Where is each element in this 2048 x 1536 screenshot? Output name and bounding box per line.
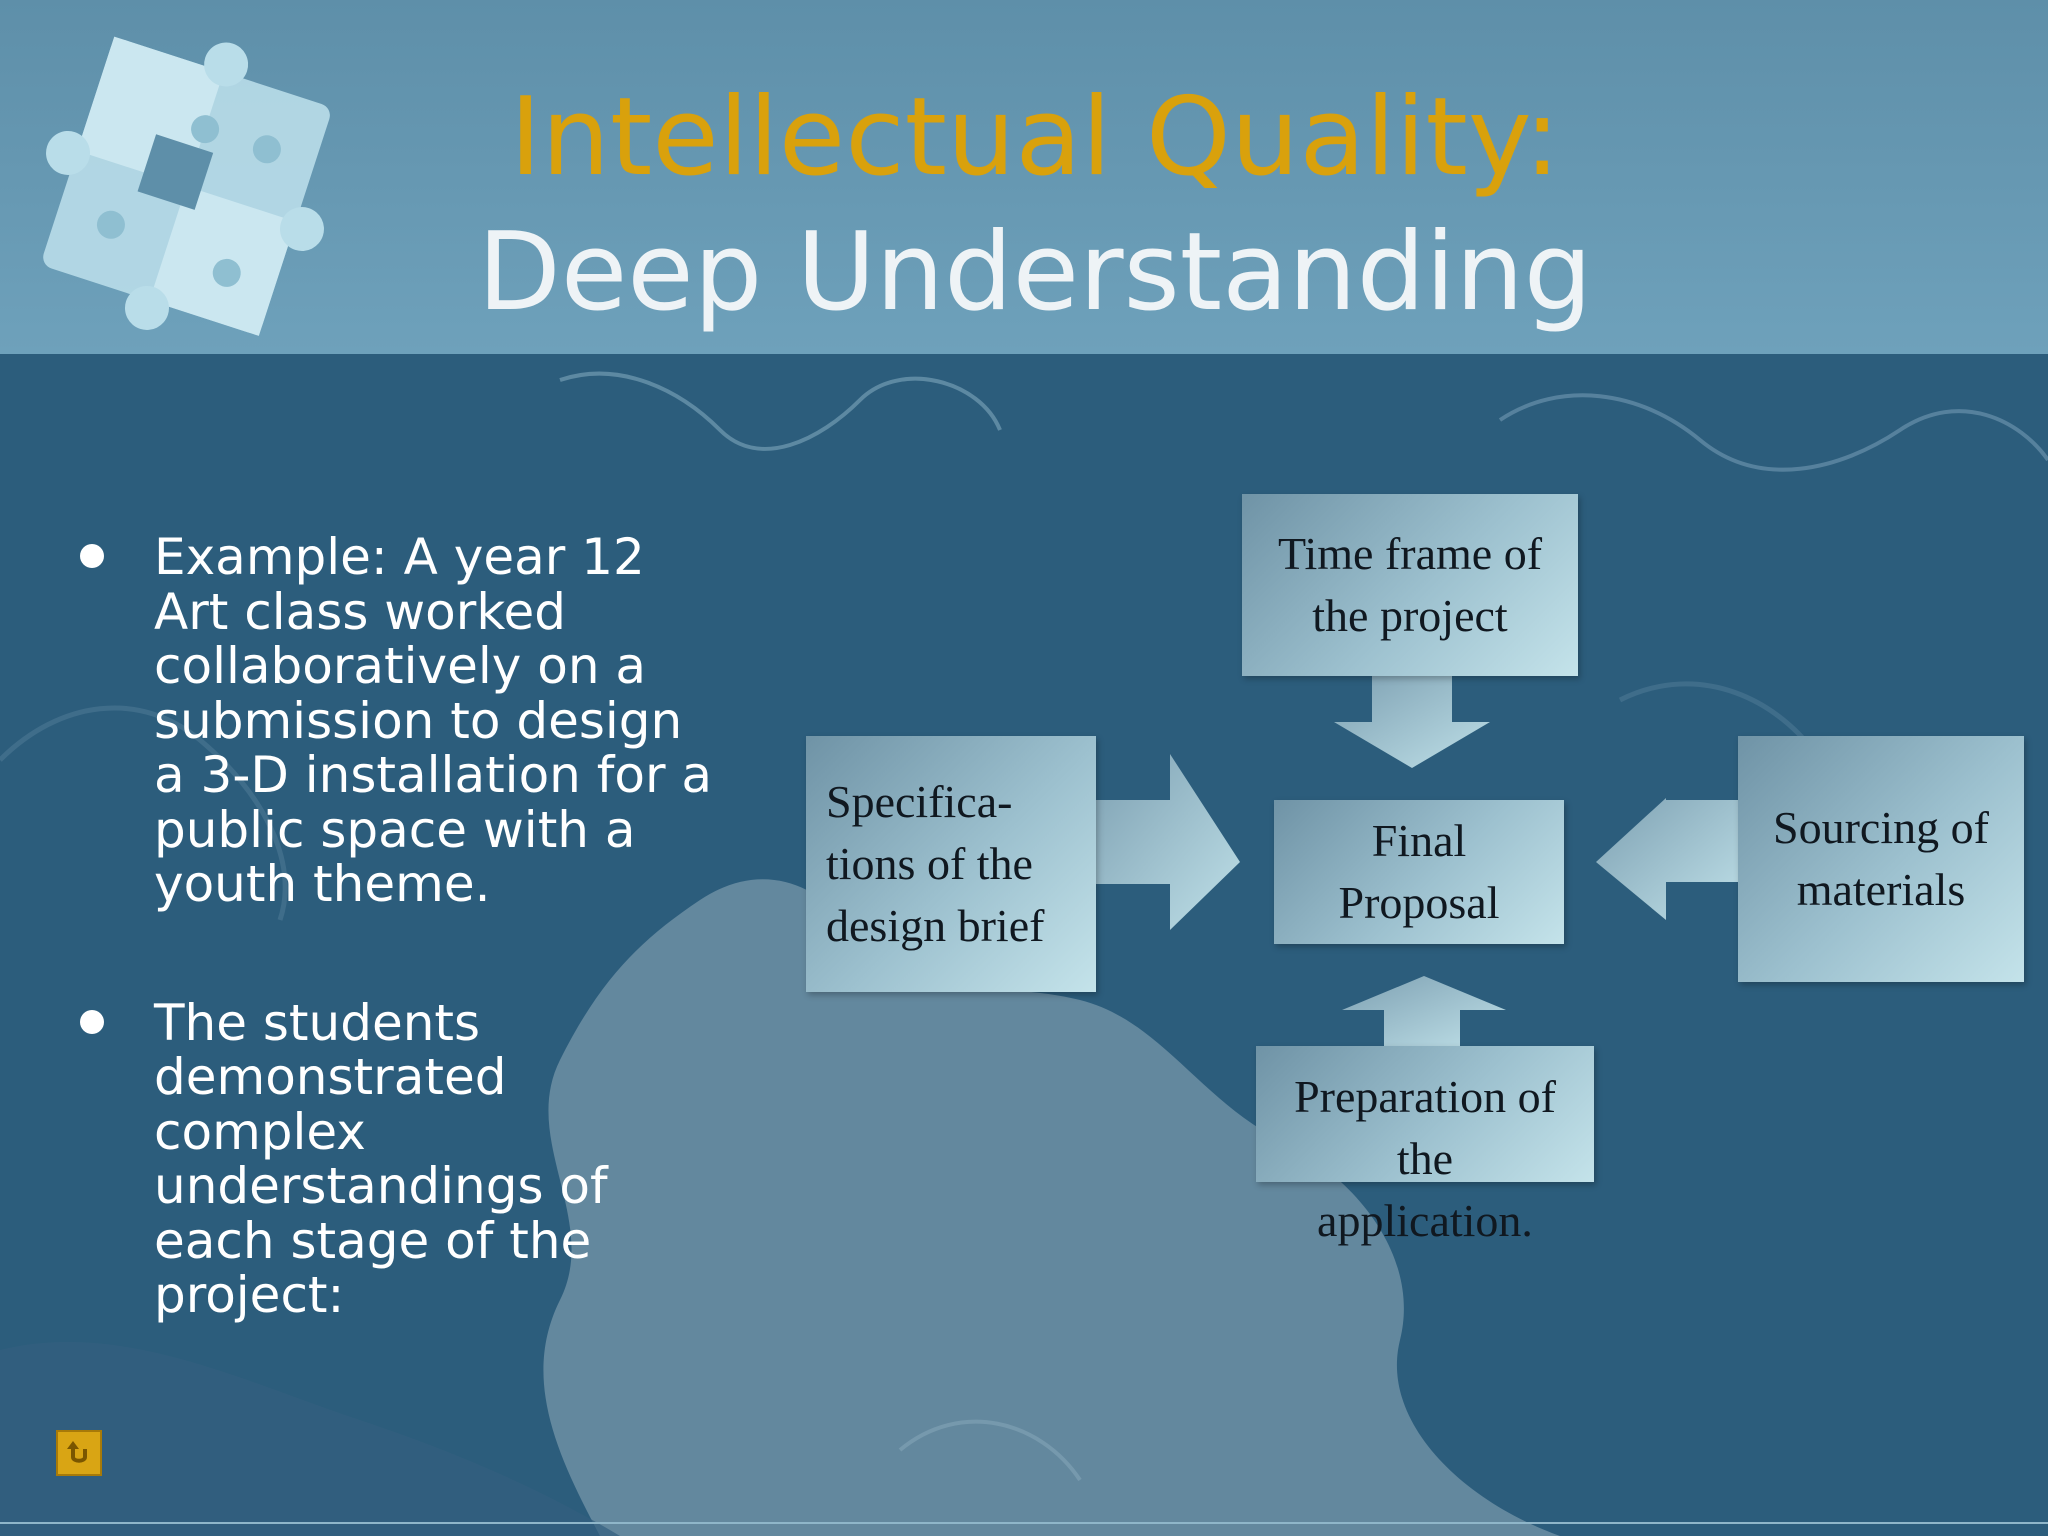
bullet-text: The students demonstrated complex unders… [154, 993, 608, 1324]
box-time-frame: Time frame of the project [1242, 494, 1578, 676]
bullet-dot-icon [80, 544, 104, 568]
box-final-proposal: Final Proposal [1274, 800, 1564, 944]
header-band [0, 0, 2048, 354]
bullet-item: The students demonstrated complex unders… [78, 993, 718, 1324]
box-specifications-text: Specifica- tions of the design brief [826, 776, 1045, 951]
box-final-proposal-text: Final Proposal [1338, 815, 1500, 928]
arrow-left-icon [1596, 798, 1738, 920]
title-line-2: Deep Understanding [477, 210, 1593, 335]
bullet-item: Example: A year 12 Art class worked coll… [78, 530, 718, 912]
title-line-1: Intellectual Quality: [509, 75, 1561, 200]
box-preparation: Preparation of the application. [1256, 1046, 1594, 1246]
box-specifications: Specifica- tions of the design brief [806, 736, 1096, 992]
box-sourcing-text: Sourcing of materials [1773, 802, 1989, 915]
puzzle-pieces-icon [43, 36, 330, 336]
box-preparation-text: Preparation of the application. [1294, 1071, 1556, 1246]
box-time-frame-text: Time frame of the project [1277, 528, 1543, 641]
bullet-dot-icon [80, 1009, 104, 1034]
arrow-right-icon [1094, 754, 1240, 930]
return-arrow-glyph [67, 1441, 87, 1463]
arrow-down-icon [1334, 676, 1490, 768]
bullet-text: Example: A year 12 Art class worked coll… [154, 528, 713, 913]
slide-title: Intellectual Quality: Deep Understanding [420, 70, 1650, 340]
return-arrow-icon[interactable] [56, 1430, 102, 1476]
bullet-list: Example: A year 12 Art class worked coll… [78, 530, 718, 1407]
box-sourcing: Sourcing of materials [1738, 736, 2024, 982]
arrow-up-icon [1342, 976, 1506, 1046]
footer-divider [0, 1522, 2048, 1524]
